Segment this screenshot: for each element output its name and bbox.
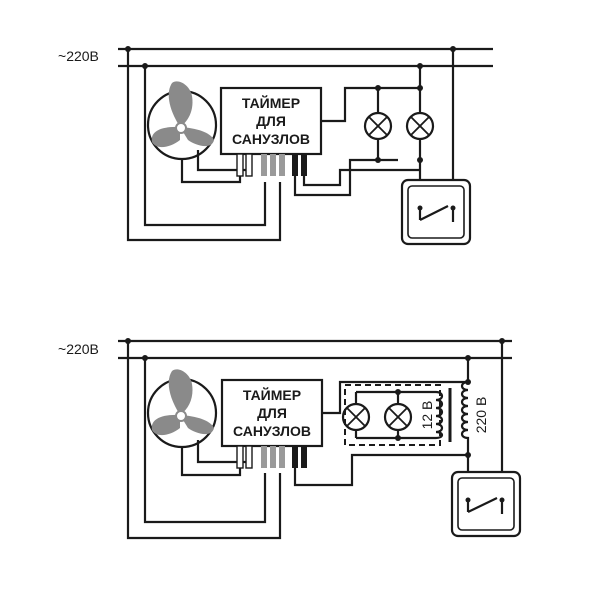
lamp-icon	[383, 402, 413, 432]
supply-voltage: 220В	[66, 341, 99, 357]
terminal-pin	[292, 446, 298, 468]
junction-dot	[395, 435, 401, 441]
timer-block: ТАЙМЕР ДЛЯ САНУЗЛОВ	[220, 378, 324, 469]
timer-label-line-1: ТАЙМЕР	[243, 386, 301, 403]
lamp-icon	[341, 402, 371, 432]
supply-voltage: 220В	[66, 48, 99, 64]
supply-label: ~220В	[58, 48, 99, 64]
timer-sense-wire	[302, 168, 420, 187]
fan-icon	[146, 369, 218, 449]
terminal-pin	[270, 446, 276, 468]
terminal-pin	[292, 154, 298, 176]
timer-block: ТАЙМЕР ДЛЯ САНУЗЛОВ	[219, 86, 323, 177]
terminal-pin	[261, 154, 267, 176]
terminal-pin	[279, 154, 285, 176]
supply-label: ~220В	[58, 341, 99, 357]
terminal-pin	[245, 153, 253, 177]
terminal-pin	[270, 154, 276, 176]
junction-dot	[375, 157, 381, 163]
timer-label-line-2: ДЛЯ	[257, 405, 287, 421]
phase-wire-timer	[126, 341, 282, 540]
junction-dot	[417, 85, 423, 91]
terminal-pin	[279, 446, 285, 468]
transformer-icon	[435, 380, 470, 455]
junction-dot	[417, 157, 423, 163]
terminal-pin	[245, 445, 253, 469]
timer-to-lamps-wire	[321, 86, 420, 123]
secondary-winding	[435, 390, 444, 440]
timer-label-line-1: ТАЙМЕР	[242, 94, 300, 111]
terminal-pin	[236, 153, 244, 177]
timer-to-switch-wire	[293, 453, 468, 487]
wall-switch-icon	[450, 470, 522, 538]
fan-icon	[146, 81, 218, 161]
junction-dot	[395, 389, 401, 395]
wall-switch-icon	[400, 178, 472, 246]
neutral-wire-timer	[143, 66, 267, 227]
diagram-direct-lamps: ~220В ТАЙМЕР ДЛЯ САНУЗЛОВ	[58, 46, 493, 246]
junction-dot	[375, 85, 381, 91]
primary-voltage-label: 220 В	[473, 397, 489, 434]
lamp-icon	[405, 111, 435, 141]
terminal-pin	[236, 445, 244, 469]
lamp-icon	[363, 111, 393, 141]
supply-tilde: ~	[58, 341, 66, 357]
diagram-transformer-lamps: ~220В ТАЙМЕР ДЛЯ САНУЗЛОВ	[58, 338, 522, 540]
timer-to-switch-wire	[293, 158, 398, 197]
timer-to-transformer-wire	[322, 380, 468, 415]
phase-wire-timer	[126, 49, 282, 242]
primary-winding	[460, 380, 470, 455]
terminal-pin	[301, 154, 307, 176]
secondary-voltage-label: 12 В	[419, 401, 435, 430]
terminal-pin	[301, 446, 307, 468]
junction-dot	[465, 379, 471, 385]
timer-label-line-2: ДЛЯ	[256, 113, 286, 129]
supply-tilde: ~	[58, 48, 66, 64]
neutral-wire-timer	[143, 358, 267, 524]
timer-label-line-3: САНУЗЛОВ	[233, 423, 311, 439]
timer-label-line-3: САНУЗЛОВ	[232, 131, 310, 147]
terminal-pin	[261, 446, 267, 468]
